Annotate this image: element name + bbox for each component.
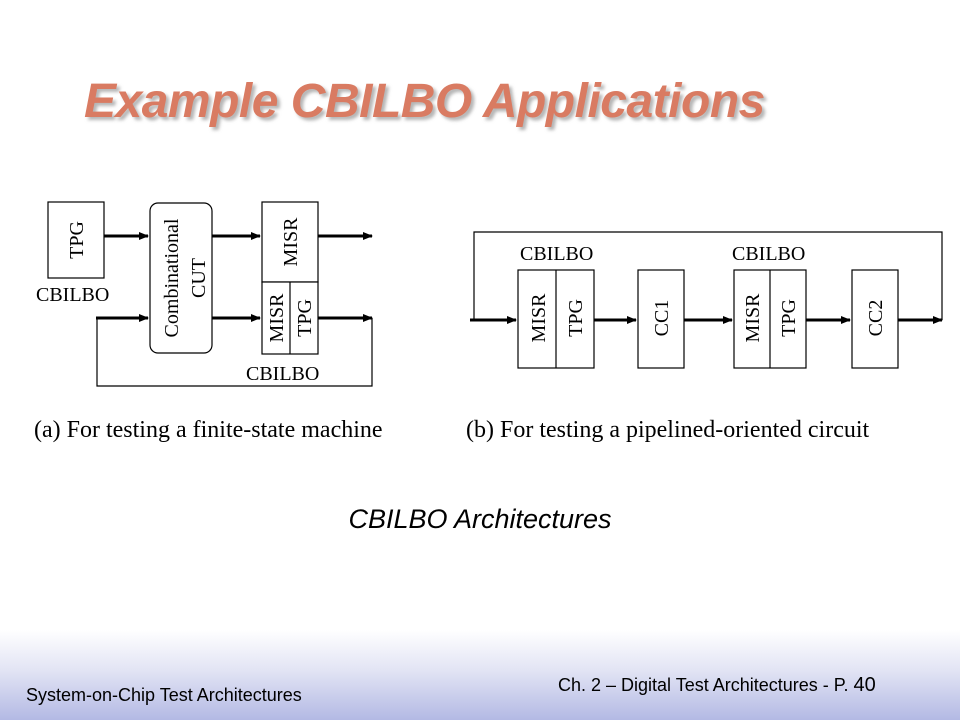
footer-book-title: System-on-Chip Test Architectures (26, 685, 302, 705)
caption-a: (a) For testing a finite-state machine (34, 417, 383, 443)
page-number: 40 (853, 674, 876, 696)
footer-chapter: Ch. 2 – Digital Test Architectures - P. … (558, 674, 876, 697)
misr-top-label: MISR (280, 217, 302, 267)
tpg-bottom-label: TPG (294, 299, 316, 337)
tpg-b2-label: TPG (778, 299, 800, 337)
tpg-b1-label: TPG (565, 299, 587, 337)
figure-caption: CBILBO Architectures (348, 504, 612, 534)
caption-b: (b) For testing a pipelined-oriented cir… (466, 417, 870, 443)
footer-chapter-text: Ch. 2 – Digital Test Architectures - P. (558, 675, 849, 695)
cbilbo-b2-label: CBILBO (732, 243, 805, 265)
cc1-label: CC1 (651, 300, 673, 337)
misr-b2-label: MISR (742, 293, 764, 343)
misr-b1-label: MISR (528, 293, 550, 343)
tpg-label: TPG (66, 221, 88, 259)
footer-band (0, 630, 960, 720)
cc2-label: CC2 (865, 300, 887, 337)
slide-title: Example CBILBO Applications (84, 75, 765, 128)
cut-label: CUT (188, 258, 210, 298)
cbilbo-left-label: CBILBO (36, 284, 109, 306)
cc2-box (851, 269, 899, 369)
cbilbo-b1-label: CBILBO (520, 243, 593, 265)
tpg-box (47, 201, 105, 279)
combinational-label: Combinational (161, 218, 183, 337)
misr-bottom-label: MISR (266, 293, 288, 343)
combinational-cut-box (149, 202, 213, 354)
cc1-box (637, 269, 685, 369)
diagram-b: MISR TPG CBILBO CC1 MISR TPG CBILBO CC2 … (466, 231, 943, 443)
cbilbo-diagram: TPG Combinational CUT MISR MISR TPG CBIL… (34, 201, 943, 443)
diagram-a: TPG Combinational CUT MISR MISR TPG CBIL… (34, 201, 383, 443)
misr-top-box (261, 201, 319, 283)
cbilbo-bottom-label: CBILBO (246, 363, 319, 385)
